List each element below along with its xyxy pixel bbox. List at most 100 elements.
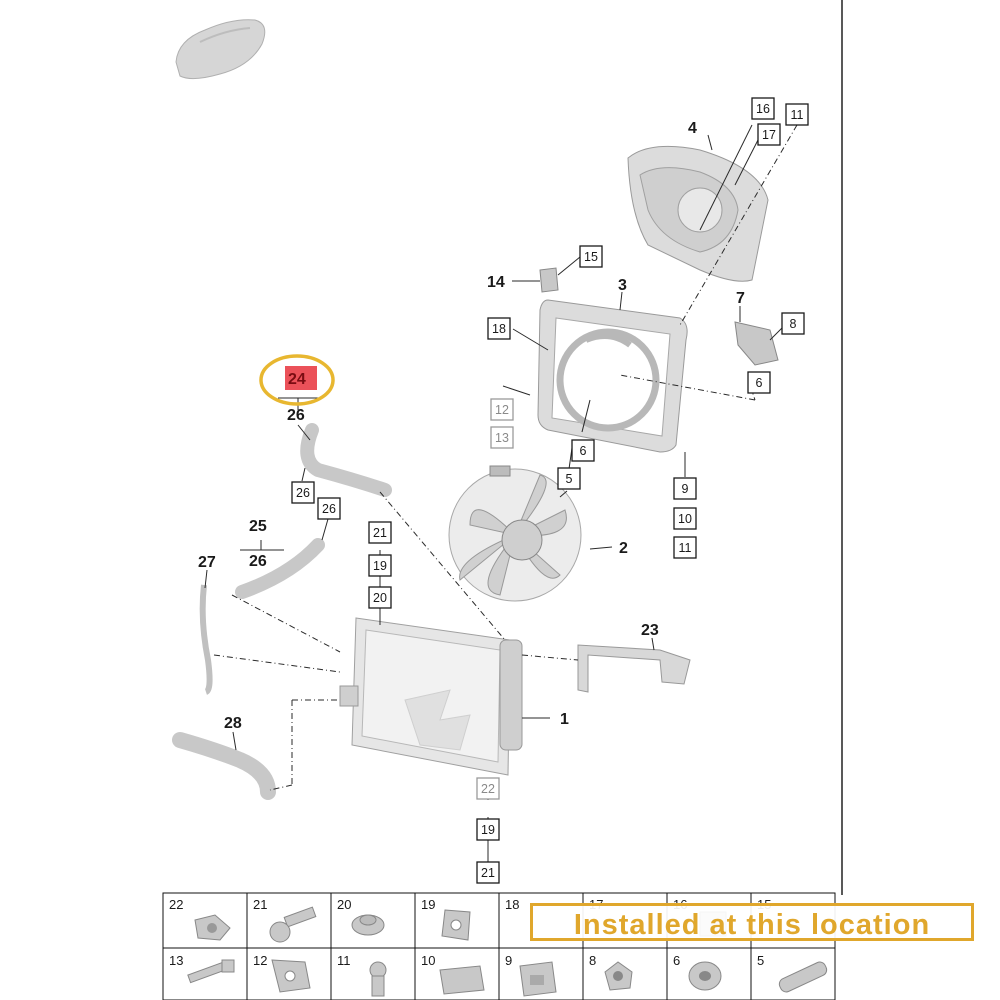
part-thumb-bolt-13 xyxy=(187,959,235,984)
svg-text:8: 8 xyxy=(790,317,797,331)
box-6-center: 6 xyxy=(571,439,595,462)
highlight-ring xyxy=(259,354,335,406)
svg-text:6: 6 xyxy=(580,444,587,458)
box-19-bottom: 19 xyxy=(476,818,500,841)
callout-1: 1 xyxy=(560,711,569,728)
highlight-marker-24[interactable]: 24 xyxy=(259,354,335,406)
svg-text:26: 26 xyxy=(322,502,336,516)
callout-numbers: 1 2 3 4 7 14 23 25 26 26 27 28 xyxy=(198,120,745,732)
svg-text:19: 19 xyxy=(373,559,387,573)
line-part-27 xyxy=(199,584,213,695)
svg-text:12: 12 xyxy=(495,403,509,417)
box-6-right: 6 xyxy=(747,371,771,394)
box-22: 22 xyxy=(476,777,500,800)
part-thumb-rivet-11 xyxy=(369,961,387,997)
boxed-labels: 16 11 17 15 18 8 6 12 13 6 5 9 10 11 26 … xyxy=(291,97,809,884)
installed-location-banner: Installed at this location xyxy=(530,903,974,941)
box-10: 10 xyxy=(673,507,697,530)
callout-28: 28 xyxy=(224,715,242,732)
box-5: 5 xyxy=(557,467,581,490)
svg-text:22: 22 xyxy=(481,782,495,796)
pipe-part-23 xyxy=(577,644,691,693)
callout-7: 7 xyxy=(736,290,745,307)
table-cell-label: 9 xyxy=(505,953,512,968)
svg-text:18: 18 xyxy=(492,322,506,336)
callout-23: 23 xyxy=(641,622,659,639)
svg-text:10: 10 xyxy=(678,512,692,526)
svg-text:21: 21 xyxy=(373,526,387,540)
callout-4: 4 xyxy=(688,120,697,137)
svg-text:6: 6 xyxy=(756,376,763,390)
box-26-mid: 26 xyxy=(317,497,341,520)
box-13: 13 xyxy=(490,426,514,449)
part-thumb-nut-22 xyxy=(194,914,231,941)
svg-text:11: 11 xyxy=(679,541,692,555)
part-thumb-clip-12 xyxy=(271,959,311,993)
hose-part-26-upper xyxy=(300,423,392,497)
box-21-bottom: 21 xyxy=(476,861,500,884)
callout-3: 3 xyxy=(618,277,627,294)
fan-shroud-part-4 xyxy=(627,145,769,282)
table-cell-label: 20 xyxy=(337,897,351,912)
radiator-part-1 xyxy=(339,617,523,776)
leader-lines xyxy=(204,124,798,862)
hose-part-25 xyxy=(235,538,325,599)
svg-text:11: 11 xyxy=(791,108,804,122)
callout-26-lower: 26 xyxy=(249,553,267,570)
box-26-upper: 26 xyxy=(291,481,315,504)
svg-text:13: 13 xyxy=(495,431,509,445)
bracket-part-7 xyxy=(734,321,779,366)
car-model-icon xyxy=(175,19,266,80)
box-20: 20 xyxy=(368,586,392,609)
box-16: 16 xyxy=(751,97,775,120)
fan-frame-part-3 xyxy=(537,299,688,453)
box-8: 8 xyxy=(781,312,805,335)
part-thumb-bolt-21 xyxy=(269,906,317,943)
callout-14: 14 xyxy=(487,274,505,291)
table-cell-label: 10 xyxy=(421,953,435,968)
box-15: 15 xyxy=(579,245,603,268)
table-cell-label: 11 xyxy=(337,953,351,968)
box-11-top: 11 xyxy=(785,103,809,126)
part-thumb-sleeve-5 xyxy=(778,961,828,993)
table-cell-label: 13 xyxy=(169,953,183,968)
table-cell-label: 22 xyxy=(169,897,183,912)
callout-27: 27 xyxy=(198,554,216,571)
part-thumb-clip-19 xyxy=(441,909,471,941)
fan-wheel-part-2 xyxy=(448,465,582,602)
part-thumb-bracket-9 xyxy=(519,961,557,997)
part-thumb-nut-8 xyxy=(604,961,633,991)
highlight-fill xyxy=(285,366,317,390)
table-cell-label: 12 xyxy=(253,953,267,968)
hose-part-28 xyxy=(172,732,276,800)
svg-text:26: 26 xyxy=(296,486,310,500)
table-cell-label: 21 xyxy=(253,897,267,912)
svg-text:16: 16 xyxy=(756,102,770,116)
callout-24: 24 xyxy=(288,371,306,388)
part-thumb-clip-10 xyxy=(439,965,485,995)
box-11-bottom: 11 xyxy=(673,536,697,559)
table-cell-label: 19 xyxy=(421,897,435,912)
svg-text:17: 17 xyxy=(762,128,776,142)
callout-2: 2 xyxy=(619,540,628,557)
table-cell-label: 5 xyxy=(757,953,764,968)
svg-text:19: 19 xyxy=(481,823,495,837)
table-cell-label: 8 xyxy=(589,953,596,968)
table-cell-label: 18 xyxy=(505,897,519,912)
table-cell-label: 6 xyxy=(673,953,680,968)
box-18: 18 xyxy=(487,317,511,340)
svg-text:21: 21 xyxy=(481,866,495,880)
box-21-top: 21 xyxy=(368,521,392,544)
clip-part-14 xyxy=(539,267,559,293)
svg-text:9: 9 xyxy=(682,482,689,496)
part-thumb-cap-20 xyxy=(351,914,385,936)
box-19-top: 19 xyxy=(368,554,392,577)
svg-text:5: 5 xyxy=(566,472,573,486)
box-17: 17 xyxy=(757,123,781,146)
part-thumb-grommet-6 xyxy=(688,961,722,991)
box-12: 12 xyxy=(490,398,514,421)
callout-26-upper: 26 xyxy=(287,407,305,424)
box-9: 9 xyxy=(673,477,697,500)
parts-table: 22 21 20 19 18 17 16 15 13 12 11 10 9 8 … xyxy=(162,892,836,1000)
